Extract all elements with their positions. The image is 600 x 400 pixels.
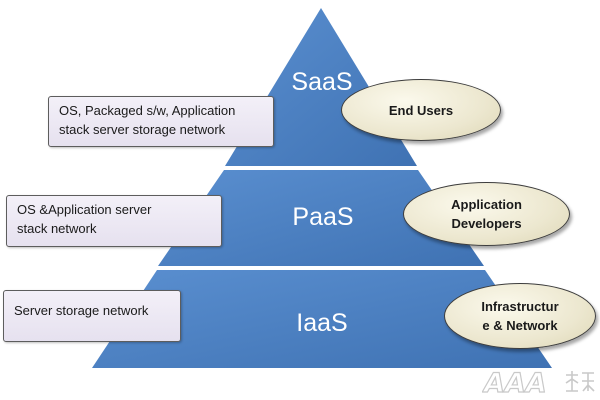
watermark-text: AAA bbox=[482, 368, 547, 399]
saas-description-box: OS, Packaged s/w, Application stack serv… bbox=[48, 96, 274, 147]
iaas-role-line-2: e & Network bbox=[482, 318, 558, 333]
tier-label-saas: SaaS bbox=[291, 68, 353, 96]
iaas-role-line-1: Infrastructur bbox=[481, 299, 559, 314]
iaas-role-ellipse: Infrastructur e & Network bbox=[444, 283, 596, 349]
tier-label-paas: PaaS bbox=[292, 203, 354, 231]
saas-role-line-1: End Users bbox=[388, 102, 454, 118]
paas-description-line-1: OS &Application server bbox=[17, 202, 152, 217]
watermark-glyph bbox=[565, 371, 595, 392]
saas-role-ellipse: End Users bbox=[341, 79, 501, 141]
watermark-logo: AAA bbox=[482, 367, 595, 399]
paas-role-line-1: Application bbox=[451, 197, 522, 212]
iaas-description-line-1: Server storage network bbox=[14, 303, 149, 318]
paas-description-box: OS &Application server stack network bbox=[6, 195, 222, 247]
pyramid-tier-iaas bbox=[92, 270, 552, 368]
paas-role-ellipse: Application Developers bbox=[403, 182, 570, 246]
saas-description-line-2: stack server storage network bbox=[59, 122, 226, 137]
saas-description-line-1: OS, Packaged s/w, Application bbox=[59, 103, 236, 118]
paas-description-line-2: stack network bbox=[17, 221, 97, 236]
pyramid-tier-paas bbox=[158, 170, 484, 266]
iaas-description-box: Server storage network bbox=[3, 290, 181, 342]
tier-label-iaas: IaaS bbox=[296, 309, 348, 337]
paas-role-line-2: Developers bbox=[451, 216, 522, 231]
